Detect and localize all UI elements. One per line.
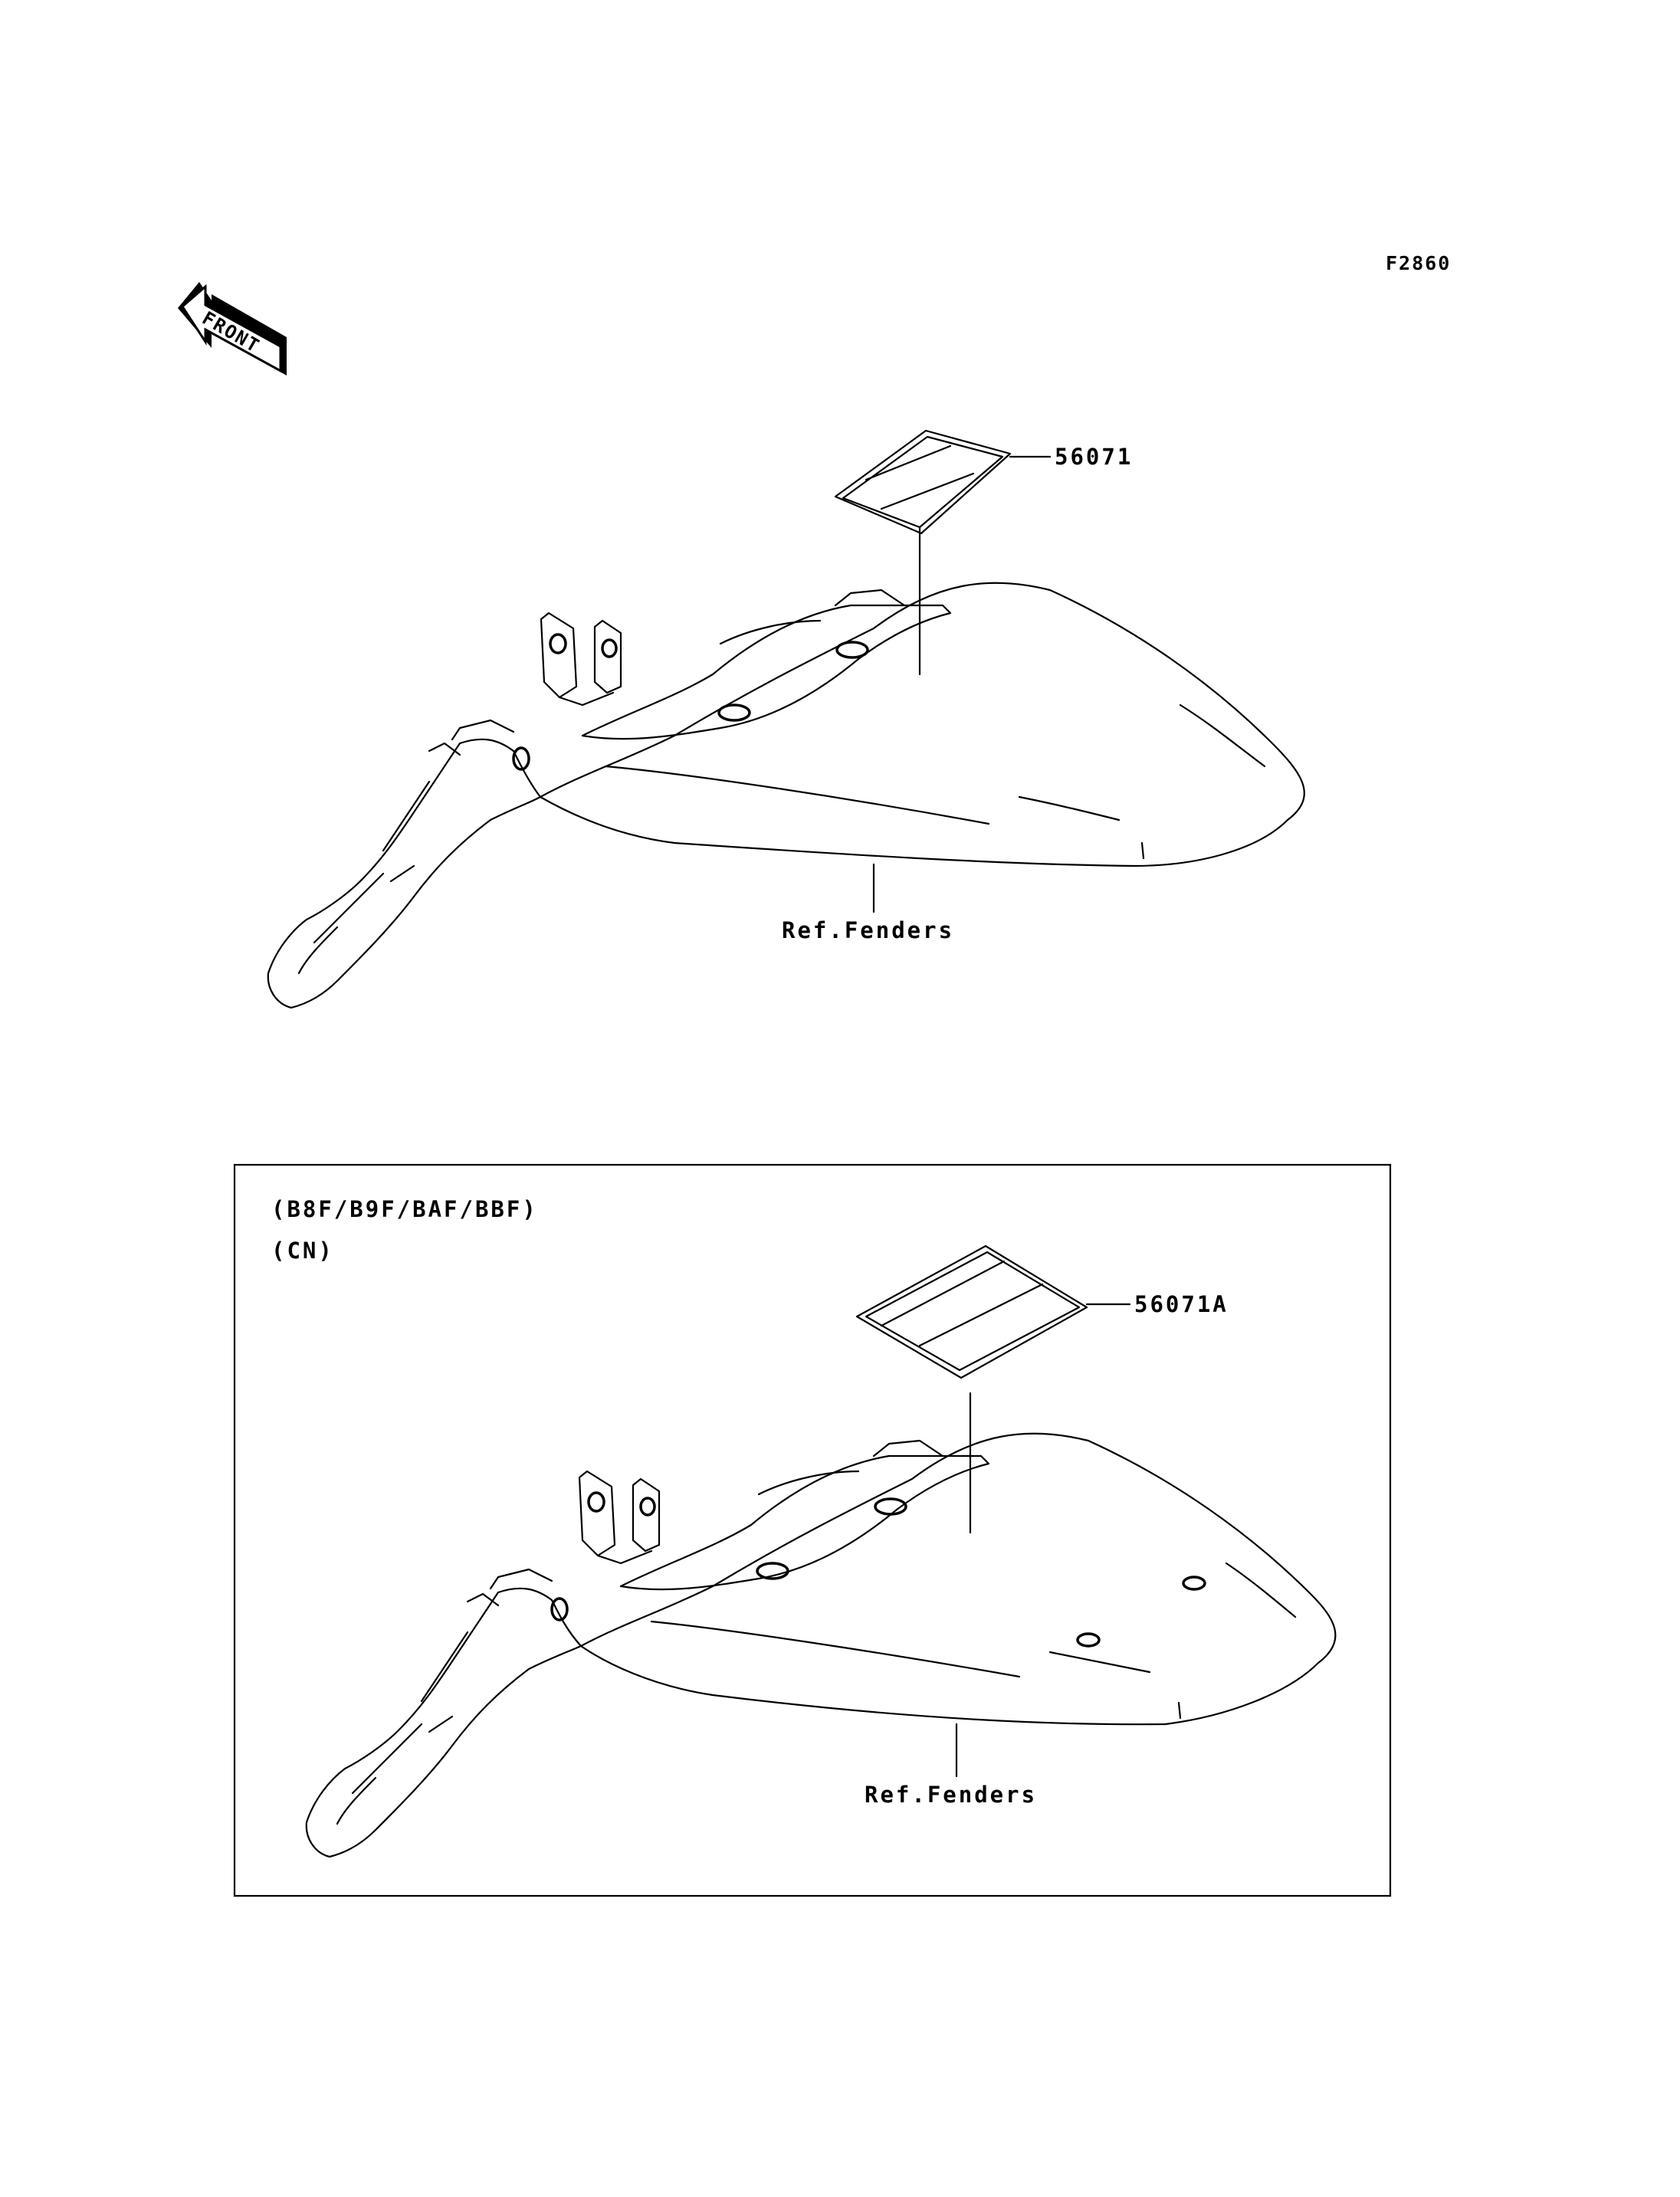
top-label-sticker xyxy=(834,429,1012,535)
diagram-code: F2860 xyxy=(1386,252,1451,274)
inset-label-sticker xyxy=(855,1244,1088,1379)
inset-ref-label: Ref.Fenders xyxy=(865,1782,1037,1808)
inset-fender-drawing xyxy=(305,1244,1337,1858)
front-direction-arrow-icon: FRONT xyxy=(178,282,287,375)
inset-region: (CN) xyxy=(271,1238,334,1264)
top-part-number: 56071 xyxy=(1055,444,1133,470)
inset-models: (B8F/B9F/BAF/BBF) xyxy=(271,1196,538,1222)
model-variant-box xyxy=(233,1163,1392,1897)
top-fender-drawing xyxy=(267,429,1305,1009)
inset-part-number: 56071A xyxy=(1134,1291,1229,1317)
top-ref-label: Ref.Fenders xyxy=(782,917,954,943)
